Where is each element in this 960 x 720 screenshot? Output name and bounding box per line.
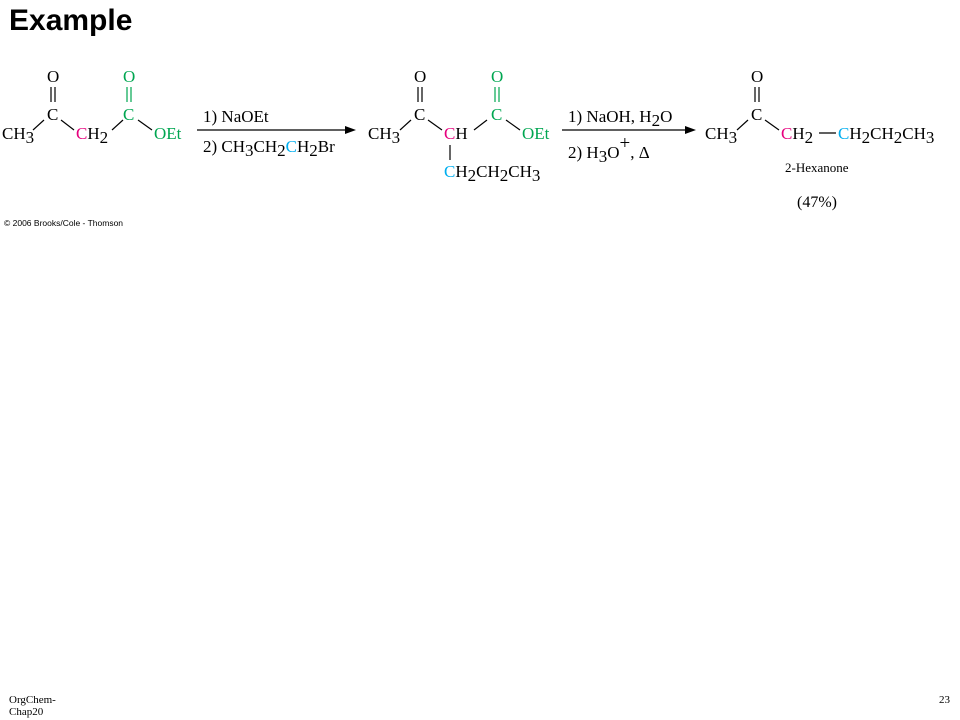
copyright-credit: © 2006 Brooks/Cole - Thomson [4, 218, 123, 228]
slide-title: Example [9, 4, 133, 37]
sm-ketone-oxygen: O [47, 67, 59, 86]
sm-ester-carbon: C [123, 105, 134, 124]
int-ester-oxygen: O [491, 67, 503, 86]
prod-ketone-carbon: C [751, 105, 762, 124]
arrow1-reagent-1: 1) NaOEt [203, 107, 269, 126]
prod-methyl: CH3 [705, 124, 737, 147]
product: O C CH3 CH2 CH2CH2CH3 2-Hexanone (47%) [705, 67, 934, 211]
reaction-arrow-2: 1) NaOH, H2O 2) H3O+, Δ [562, 107, 696, 166]
product-yield: (47%) [797, 194, 837, 211]
int-methyl: CH3 [368, 124, 400, 147]
int-ketone-oxygen: O [414, 67, 426, 86]
int-ester-carbon: C [491, 105, 502, 124]
sm-ketone-carbon: C [47, 105, 58, 124]
reaction-arrow-1: 1) NaOEt 2) CH3CH2CH2Br [197, 107, 356, 160]
sm-methyl: CH3 [2, 124, 34, 147]
int-ketone-carbon: C [414, 105, 425, 124]
prod-propyl: CH2CH2CH3 [838, 124, 934, 147]
sm-methylene: CH2 [76, 124, 108, 147]
sm-ester-oxygen: O [123, 67, 135, 86]
int-propyl: CH2CH2CH3 [444, 162, 540, 185]
intermediate: O C CH3 CH O C OEt CH2CH2CH3 [368, 67, 550, 185]
product-name: 2-Hexanone [785, 160, 849, 175]
prod-methylene: CH2 [781, 124, 813, 147]
arrow2-reagent-2: 2) H3O+, Δ [568, 133, 650, 166]
footer-course-label: OrgChem-Chap20 [9, 694, 56, 718]
page-number: 23 [939, 694, 950, 706]
arrow1-reagent-2: 2) CH3CH2CH2Br [203, 137, 335, 160]
int-ethoxy: OEt [522, 124, 550, 143]
starting-material: O C CH3 CH2 O C OEt [2, 67, 182, 147]
arrow2-reagent-1: 1) NaOH, H2O [568, 107, 672, 130]
reaction-scheme: O C CH3 CH2 O C OEt 1) NaOEt 2) CH3CH2CH… [2, 67, 934, 228]
sm-ethoxy: OEt [154, 124, 182, 143]
prod-ketone-oxygen: O [751, 67, 763, 86]
int-methine: CH [444, 124, 468, 143]
